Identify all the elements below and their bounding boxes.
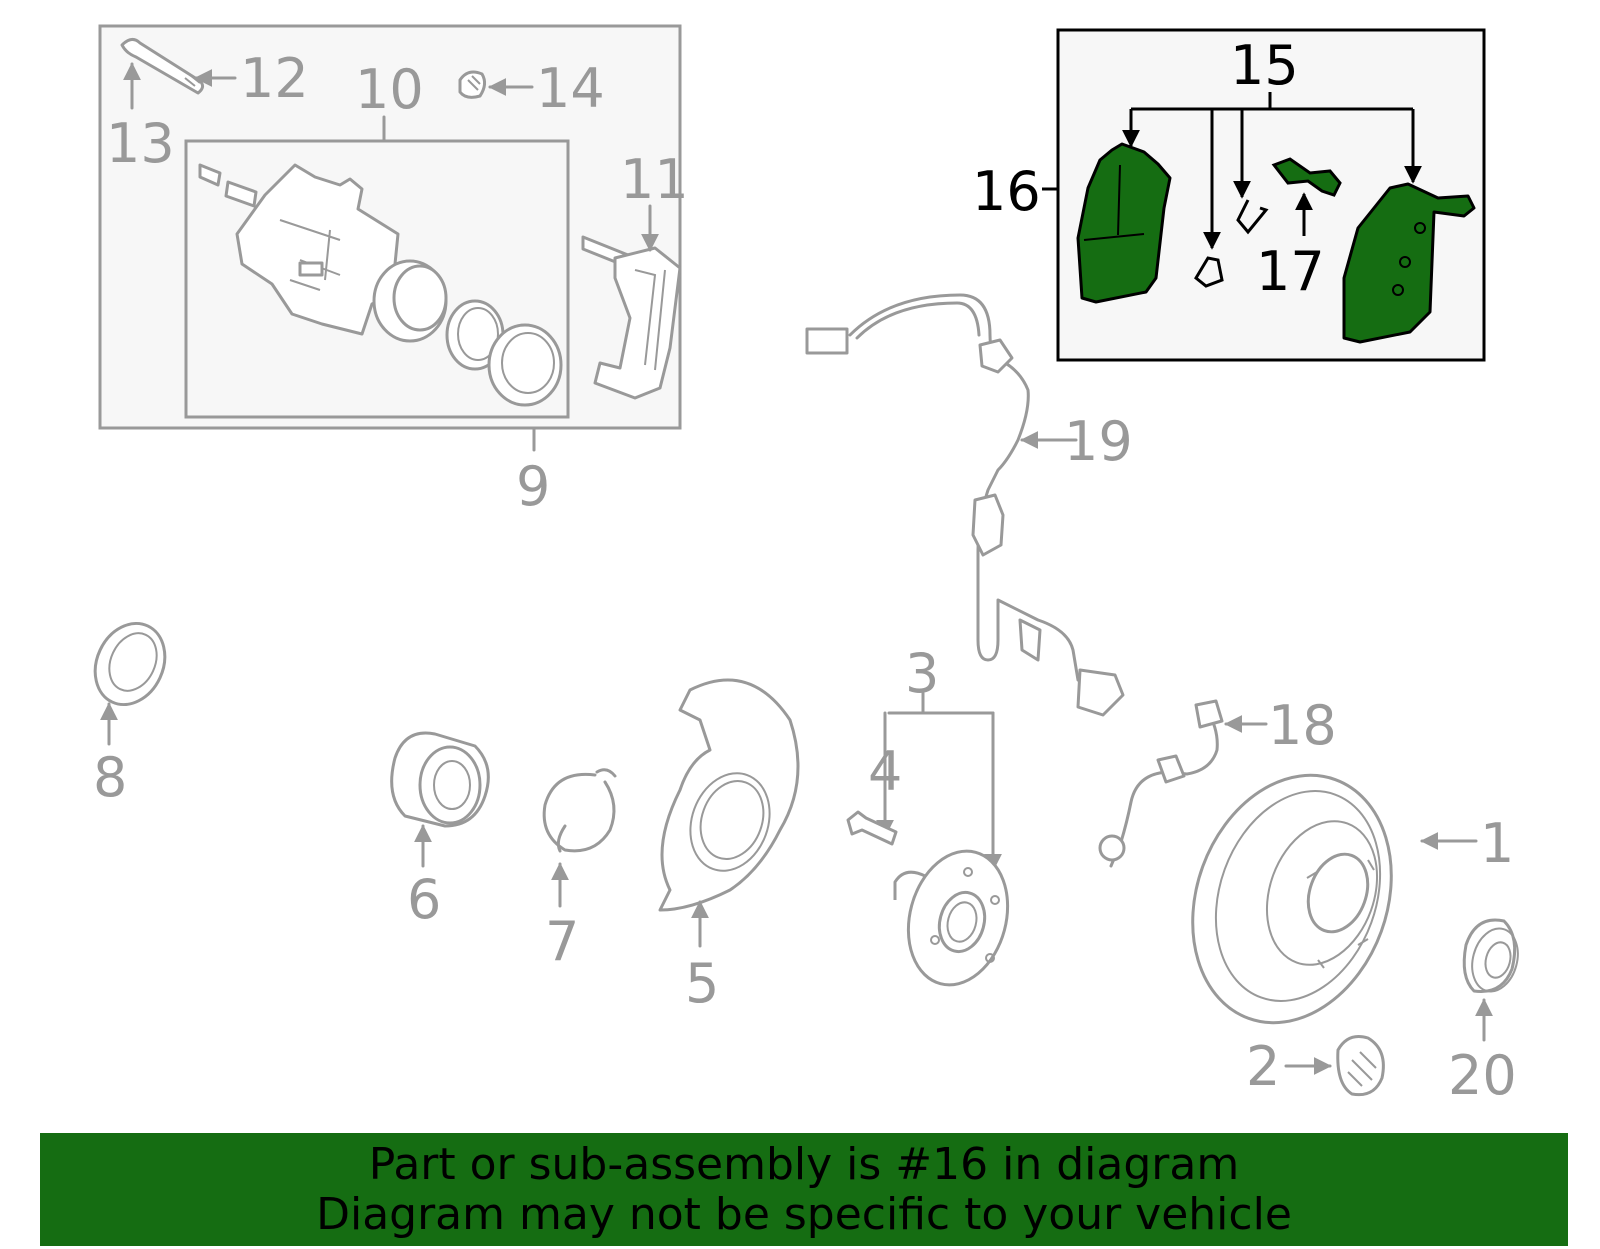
brake-pad-inner	[1076, 142, 1172, 304]
wheel-hub	[893, 849, 1010, 987]
callout-8: 8	[93, 746, 127, 809]
callout-14: 14	[536, 57, 605, 120]
callout-4: 4	[868, 740, 902, 803]
callout-3: 3	[905, 642, 939, 705]
brake-rotor	[1191, 773, 1393, 1025]
snap-ring	[542, 768, 617, 853]
callout-12: 12	[240, 47, 309, 110]
hub-nut	[1336, 1035, 1385, 1097]
brake-pad-outer	[1342, 182, 1476, 344]
caliper-body	[198, 163, 563, 407]
callout-17: 17	[1256, 240, 1325, 303]
dust-seal	[93, 621, 167, 707]
brake-hose	[1098, 699, 1224, 868]
banner-line-2: Diagram may not be specific to your vehi…	[316, 1188, 1292, 1240]
callout-5: 5	[685, 952, 719, 1015]
callout-9: 9	[516, 455, 550, 518]
callout-11: 11	[620, 148, 689, 211]
callout-1: 1	[1480, 812, 1514, 875]
callout-7: 7	[545, 910, 579, 973]
callout-6: 6	[407, 868, 441, 931]
hub-bracket	[876, 691, 1002, 872]
wheel-bearing	[390, 731, 490, 828]
speed-sensor	[805, 293, 1125, 717]
pin-boot	[458, 70, 487, 99]
caliper-assembly-box	[98, 24, 682, 452]
callout-19: 19	[1064, 410, 1133, 473]
callout-15: 15	[1230, 34, 1299, 97]
pad-clips	[1194, 157, 1342, 288]
callout-18: 18	[1268, 694, 1337, 757]
callout-2: 2	[1246, 1035, 1280, 1098]
banner-line-1: Part or sub-assembly is #16 in diagram	[368, 1138, 1240, 1190]
dust-shield	[658, 678, 800, 912]
callout-10: 10	[355, 58, 424, 121]
callout-13: 13	[106, 112, 175, 175]
caliper-bracket	[581, 235, 682, 400]
wheel-stud	[846, 810, 898, 846]
part-info-banner: Part or sub-assembly is #16 in diagram D…	[40, 1133, 1568, 1246]
callout-20: 20	[1448, 1044, 1517, 1107]
hub-cap	[1462, 918, 1519, 994]
guide-pin	[120, 38, 205, 95]
callout-16: 16	[972, 160, 1041, 223]
